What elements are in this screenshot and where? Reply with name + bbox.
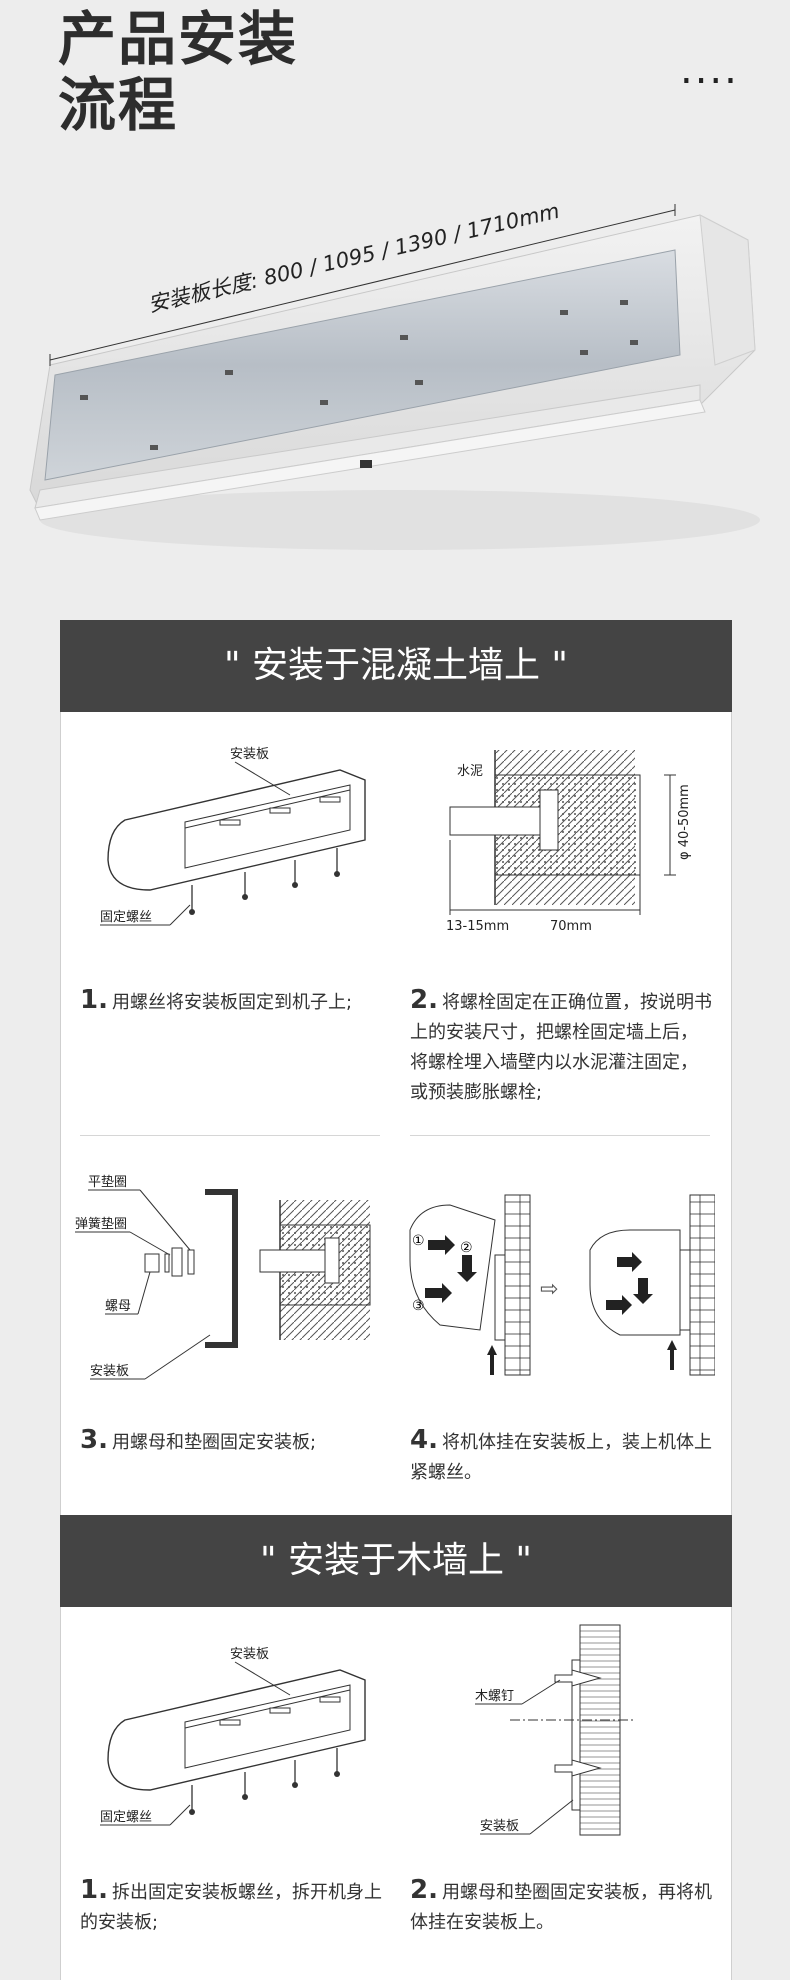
divider-right — [410, 1135, 710, 1136]
label-circle-2: ② — [460, 1240, 473, 1256]
label-cement: 水泥 — [457, 764, 483, 779]
label-nut: 螺母 — [105, 1299, 131, 1314]
page-title-line2: 流程 — [58, 71, 179, 139]
product-image: 安装板长度: 800 / 1095 / 1390 / 1710mm — [29, 199, 760, 550]
divider-left — [80, 1135, 380, 1136]
label-fix-screw: 固定螺丝 — [100, 910, 152, 925]
step-4: 4.将机体挂在安装板上，装上机体上紧螺丝。 — [410, 1425, 712, 1483]
label-plate-6: 安装板 — [480, 1819, 519, 1834]
label-dim-13-15: 13-15mm — [446, 919, 509, 934]
label-spring-washer: 弹簧垫圈 — [75, 1216, 127, 1232]
label-diameter: φ 40-50mm — [677, 784, 692, 860]
label-plate: 安装板 — [230, 747, 269, 762]
section-title-wood: " 安装于木墙上 " — [60, 1515, 732, 1607]
page-title-line1: 产品安装 — [58, 5, 299, 73]
label-wood-screw: 木螺钉 — [475, 1689, 514, 1704]
label-plate-5: 安装板 — [230, 1647, 269, 1662]
figure-attach-plate: 安装板 固定螺丝 — [100, 747, 366, 926]
wood-step-2: 2.用螺母和垫圈固定安装板，再将机体挂在安装板上。 — [410, 1875, 712, 1933]
figure-wood-wall: 木螺钉 安装板 — [475, 1624, 635, 1836]
label-circle-1: ① — [412, 1233, 425, 1249]
page-title: 产品安装 流程 — [58, 6, 298, 138]
figure-nut-washer: 平垫圈 弹簧垫圈 螺母 安装板 — [75, 1174, 371, 1380]
arrow-icon: ⇨ — [540, 1277, 558, 1302]
wood-step-1: 1.拆出固定安装板螺丝，拆开机身上的安装板; — [80, 1875, 382, 1933]
step-2: 2.将螺栓固定在正确位置，按说明书上的安装尺寸，把螺栓固定墙上后，将螺栓埋入墙壁… — [410, 985, 712, 1103]
figure-remove-plate: 安装板 固定螺丝 — [100, 1647, 366, 1826]
section-title-concrete: " 安装于混凝土墙上 " — [60, 620, 732, 712]
step-1: 1.用螺丝将安装板固定到机子上; — [80, 985, 353, 1015]
step-3: 3.用螺母和垫圈固定安装板; — [80, 1425, 317, 1455]
label-dim-70: 70mm — [550, 919, 592, 934]
label-flat-washer: 平垫圈 — [88, 1174, 127, 1190]
figure-hang-unit: ① ② ③ ⇨ — [409, 1194, 715, 1376]
label-circle-3: ③ — [412, 1298, 425, 1314]
figure-bolt-concrete: φ 40-50mm 水泥 13-15mm 70mm — [446, 750, 692, 934]
label-fix-screw-5: 固定螺丝 — [100, 1810, 152, 1825]
menu-icon[interactable]: .... — [680, 47, 739, 93]
label-plate-3: 安装板 — [90, 1364, 129, 1379]
